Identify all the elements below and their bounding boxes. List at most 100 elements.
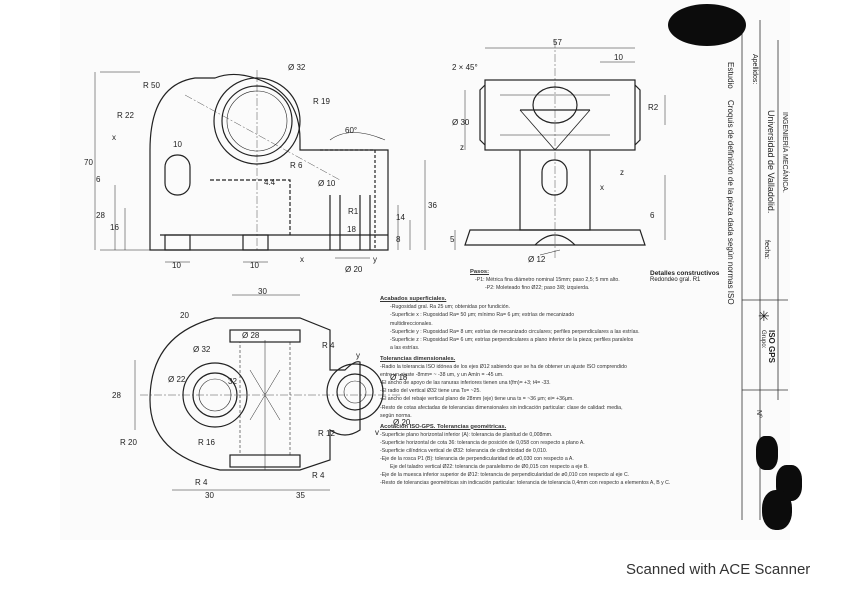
title-university: Universidad de Valladolid. [766,110,776,214]
notes-g2: -Superficie horizontal de cota 36: toler… [380,439,585,446]
title-apellidos: Apellidos: [751,54,758,85]
notes-g1: -Superficie plano horizontal inferior (A… [380,431,553,438]
dim-60deg: 60° [345,126,357,135]
title-iso-gps: ISO GPS [767,330,776,363]
drawing-sheet [60,0,790,540]
dim-57: 57 [553,38,562,47]
dim-36: 36 [428,201,437,210]
dim-d20: Ø 20 [345,265,363,274]
dim-r12: R 12 [318,429,335,438]
dim-v: v [375,428,379,437]
dim-30-bottom: 30 [205,491,214,500]
notes-acabados-heading: Acabados superficiales. [380,296,447,303]
dim-70: 70 [84,158,93,167]
notes-g7: -Resto de tolerancias geométricas sin in… [380,480,671,487]
notes-p2: -P2: Moleteado fino Ø22; paso 3/8; izqui… [485,285,590,292]
dim-16: 16 [110,223,119,232]
dim-r6: R 6 [290,161,303,170]
dim-r4: R 4 [322,341,335,350]
front-view [94,70,426,263]
plan-view [134,294,400,491]
notes-a2: -Superficie x : Rugosidad Ra= 50 μm; mín… [390,312,575,319]
notes-t1b: entre un ajuste -8mm= ~ -38 um, y un Amí… [380,372,504,379]
dim-r19: R 19 [313,97,330,106]
dim-d30: Ø 30 [452,118,470,127]
dim-r50: R 50 [143,81,160,90]
notes-tolerances-heading: Tolerancias dimensionales. [380,355,456,362]
dim-d12: Ø 12 [528,255,546,264]
notes-t4: -El ancho del rebaje vertical plano de 2… [380,396,574,403]
dim-2x45: 2 × 45° [452,63,478,72]
dim-20-top: 20 [180,311,189,320]
notes-a2b: multidireccionales. [390,320,433,327]
dim-r20: R 20 [120,438,137,447]
dim-28-plan: 28 [112,391,121,400]
notes-a3: -Superficie y : Rugosidad Ra= 8 um; estr… [390,328,640,335]
notes-t1: -Radio la tolerancia ISO idónea de los e… [380,364,627,371]
redaction-blot-lower [762,490,792,530]
dim-8: 8 [396,235,401,244]
dim-18: 18 [347,225,356,234]
dim-d32: Ø 32 [288,63,306,72]
dim-r1: R1 [348,207,359,216]
dim-10-b: 10 [172,261,181,270]
dim-d28: Ø 28 [242,331,260,340]
title-block-frame [741,20,788,520]
dim-y-plan: y [356,351,360,360]
dim-d18: Ø 18 [390,373,408,382]
dim-x: x [112,133,116,142]
dim-d22: Ø 22 [168,375,186,384]
dim-x-b: x [300,255,304,264]
dim-30-top: 30 [258,287,267,296]
dim-d10: Ø 10 [318,179,336,188]
notes-a4b: a las estrías. [390,344,420,351]
notes-a4: -Superficie z : Rugosidad Ra= 6 um; estr… [390,336,634,343]
snowflake-icon: ✳ [758,308,770,324]
notes-g5: Eje del taladro vertical Ø22: tolerancia… [390,464,589,471]
constructive-details: Detalles constructivos Redondeo gral. R1 [650,270,719,283]
title-block: Apellidos: Estudio Croquis de definición… [726,0,790,540]
dim-x-side: x [600,183,604,192]
title-prefix: Estudio [726,62,735,89]
specification-notes: Pasos: -P1: Métrica fina diámetro nomina… [380,268,740,487]
dim-10-c: 10 [250,261,259,270]
dim-z: z [620,168,624,177]
redaction-blot-mid [756,436,778,470]
title-grupo: Grupo: [760,330,766,349]
dim-10-side: 10 [614,53,623,62]
dim-32-plan: 32 [228,377,237,386]
scanner-watermark: Scanned with ACE Scanner [626,561,811,578]
dim-10: 10 [173,140,182,149]
title-main: Croquis de definición de la pieza dada s… [726,100,735,305]
constructive-sub: Redondeo gral. R1 [650,277,701,283]
notes-a1: -Rugosidad gral. Ra 25 um; obtenidas por… [390,304,510,311]
notes-g4: -Eje de la rosca P1 (B): tolerancia de p… [380,456,574,463]
redaction-blot-top [668,4,746,46]
dim-r22: R 22 [117,111,134,120]
notes-g3: -Superficie cilíndrica vertical de Ø32: … [380,447,548,454]
notes-t5b: según norma. [380,412,412,419]
dim-d32-plan: Ø 32 [193,345,211,354]
notes-p1: -P1: Métrica fina diámetro nominal 15mm;… [475,277,620,284]
notes-t5: -Resto de cotas afectadas de tolerancias… [380,404,623,411]
notes-t2: -El ancho de apoyo de las ranuras inferi… [380,380,551,387]
dim-z-b: z [460,143,464,152]
title-number: Nº [755,410,762,418]
dim-d20-plan: Ø 20 [393,418,411,427]
dim-6-side: 6 [650,211,655,220]
dim-r4-b: R 4 [312,471,325,480]
dim-5: 5 [450,235,455,244]
dim-6: 6 [96,175,101,184]
notes-pasos-heading: Pasos: [470,269,490,275]
dimension-texts: R 50 R 22 x Ø 32 R 19 60° 10 R 6 Ø 10 70… [84,38,659,500]
notes-g6: -Eje de la muesca inferior superior de Ø… [380,472,630,479]
dim-r16: R 16 [198,438,215,447]
dim-y: y [373,255,377,264]
title-department: INGENIERÍA MECÁNICA. [781,112,788,193]
constructive-title: Detalles constructivos [650,270,720,277]
title-fecha: fecha: [763,240,770,260]
dim-r2: R2 [648,103,659,112]
notes-geometric-heading: Acotación ISO-GPS. Tolerancias geométric… [380,423,507,430]
dim-14: 14 [396,213,405,222]
